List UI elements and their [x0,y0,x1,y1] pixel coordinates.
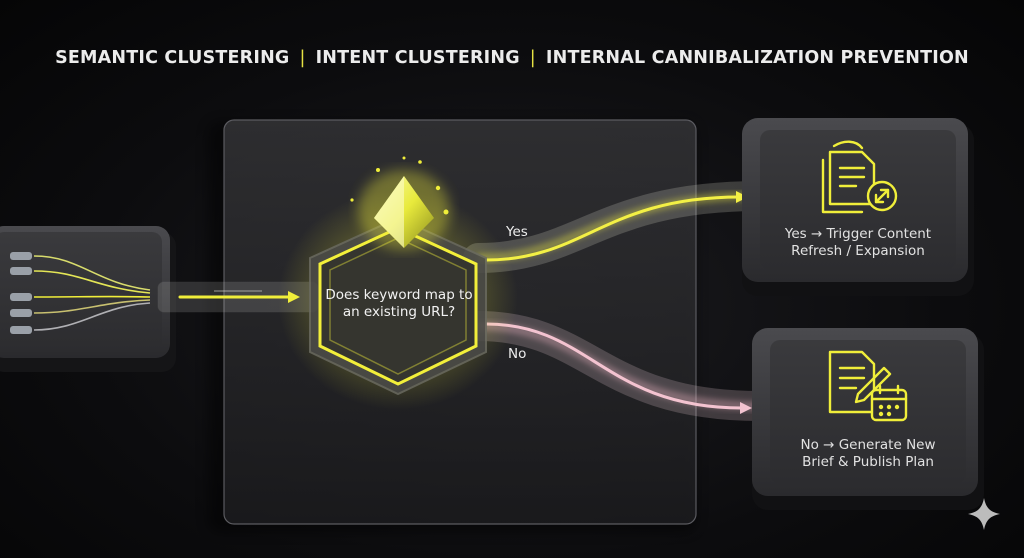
no-branch-label: No [508,346,527,362]
input-card [0,226,176,372]
yes-branch-label: Yes [506,224,528,240]
no-branch-tube [463,311,775,421]
header-item-cannibalization-prevention: INTERNAL CANNIBALIZATION PREVENTION [545,48,969,68]
sparkle-icon [968,498,1000,530]
no-outcome-card [752,328,984,510]
yes-outcome-line-2: Refresh / Expansion [791,243,925,259]
yes-outcome-line-1: Yes → Trigger Content [784,226,932,242]
yes-outcome-card [742,118,974,296]
document-refresh-expand-icon [821,140,898,214]
header-item-semantic-clustering: SEMANTIC CLUSTERING [55,48,290,68]
crystal-icon [350,156,450,250]
no-outcome-label: No → Generate New Brief & Publish Plan [774,437,962,471]
header-separator: | [529,48,536,68]
yes-outcome-label: Yes → Trigger Content Refresh / Expansio… [764,226,952,260]
keyword-list-icon [10,252,151,334]
header-separator: | [299,48,306,68]
decision-question: Does keyword map to an existing URL? [325,287,473,320]
decision-node [278,190,518,410]
header-item-intent-clustering: INTENT CLUSTERING [315,48,520,68]
no-outcome-line-1: No → Generate New [800,437,936,453]
header-title-bar: SEMANTIC CLUSTERING | INTENT CLUSTERING | IN… [0,48,1024,68]
document-edit-calendar-icon [828,350,908,422]
no-outcome-line-2: Brief & Publish Plan [802,454,934,470]
